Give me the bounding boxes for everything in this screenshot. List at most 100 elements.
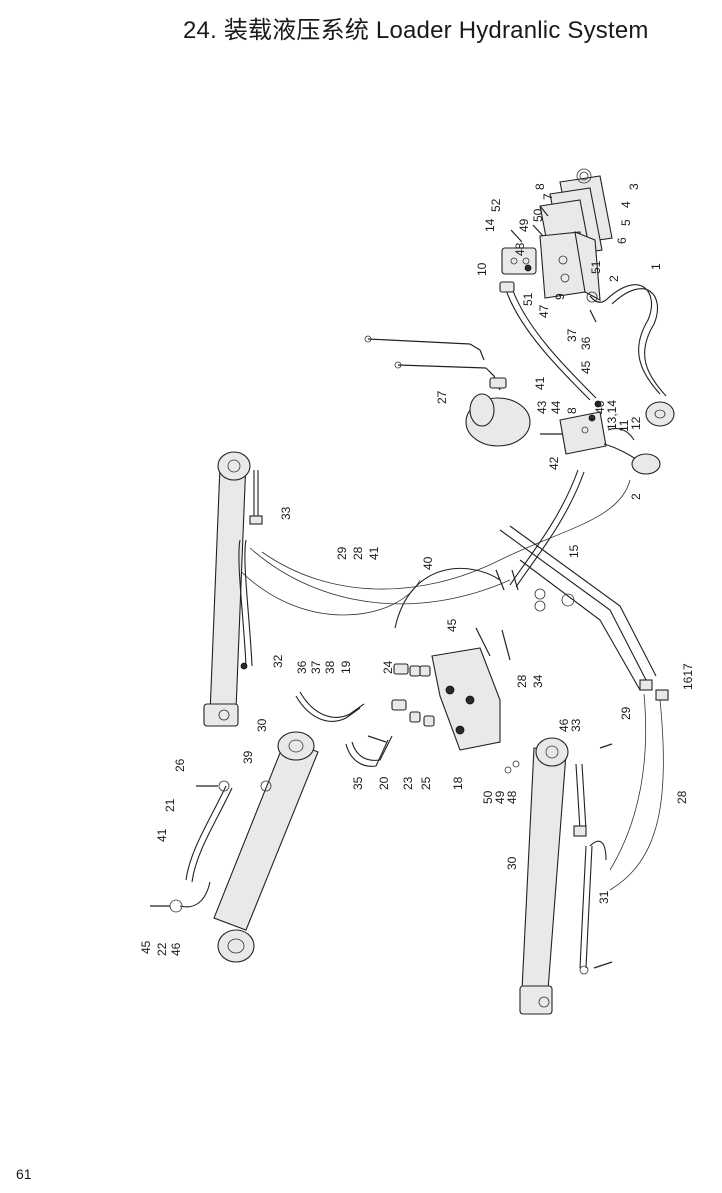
callout: 45 — [579, 360, 593, 374]
callout: 4 — [619, 201, 633, 208]
callout: 28 — [675, 790, 689, 804]
callout: 1 — [649, 263, 663, 270]
fittings — [495, 569, 575, 774]
callout: 24 — [381, 660, 395, 674]
callout: 15 — [567, 544, 581, 558]
cylinder-barrel — [521, 747, 567, 991]
callout: 33 — [279, 506, 293, 520]
callout: 46 — [557, 718, 571, 732]
callout: 41 — [367, 546, 381, 560]
callout: 35 — [351, 776, 365, 790]
callout: 25 — [419, 776, 433, 790]
callout: 27 — [435, 390, 449, 404]
page-title: 24. 装载液压系统 Loader Hydranlic System — [183, 17, 649, 44]
callout: 40 — [421, 556, 435, 570]
callout: 7 — [541, 193, 555, 200]
callout: 50 — [481, 790, 495, 804]
callout: 45 — [139, 940, 153, 954]
callout: 28 — [351, 546, 365, 560]
callout: 41 — [155, 828, 169, 842]
callout: 20 — [377, 776, 391, 790]
callout: 8 — [533, 183, 547, 190]
callout: 2 — [629, 493, 643, 500]
callout: 46 — [169, 942, 183, 956]
callout: 5 — [619, 219, 633, 226]
hose-28-right — [609, 693, 647, 871]
callout: 51 — [521, 292, 535, 306]
callout: 22 — [155, 942, 169, 956]
callout: 36 — [579, 336, 593, 350]
callout: 52 — [489, 198, 503, 212]
callout: 12 — [629, 416, 643, 430]
callout: 32 — [271, 654, 285, 668]
callout: 51 — [589, 260, 603, 274]
callout: 23 — [401, 776, 415, 790]
distribution-block — [559, 411, 607, 455]
callout: 1617 — [681, 663, 695, 690]
callout: 33 — [569, 718, 583, 732]
callout: 49 — [517, 218, 531, 232]
cylinder-upper-left — [203, 451, 263, 727]
page-number: 61 — [16, 1166, 32, 1182]
hose-41 — [505, 289, 591, 401]
hose-29 — [261, 479, 631, 590]
pipe-1 — [605, 284, 675, 427]
valve-cap — [576, 168, 592, 184]
callout: 30 — [505, 856, 519, 870]
flow-control-block — [465, 393, 661, 475]
callout: 34 — [531, 674, 545, 688]
cylinder-lower-right — [519, 737, 613, 1015]
callout-labels: 1 2 2 3 4 5 6 7 8 8 9 10 11 12 13,14 14 … — [139, 183, 695, 956]
valve-cap-inner — [579, 171, 589, 181]
cylinder-lower-left — [150, 731, 319, 963]
callout: 10 — [475, 262, 489, 276]
callout: 29 — [619, 706, 633, 720]
callout: 50 — [531, 208, 545, 222]
callout: 26 — [173, 758, 187, 772]
pipe-21 — [185, 785, 227, 881]
callout: 46 — [593, 400, 607, 414]
callout: 37 — [309, 660, 323, 674]
callout: 6 — [615, 237, 629, 244]
callout: 47 — [537, 304, 551, 318]
callout: 45 — [445, 618, 459, 632]
callout: 36 — [295, 660, 309, 674]
callout: 44 — [549, 400, 563, 414]
hose-to-valve — [509, 469, 579, 586]
callout: 19 — [339, 660, 353, 674]
hose-41b — [229, 559, 421, 616]
callout: 28 — [515, 674, 529, 688]
hose-28 — [249, 547, 511, 605]
callout: 49 — [493, 790, 507, 804]
pump-flange — [645, 401, 675, 427]
hose-40 — [394, 567, 501, 629]
pump-flange-2 — [631, 453, 661, 475]
callout: 30 — [255, 718, 269, 732]
callout: 37 — [565, 328, 579, 342]
callout: 21 — [163, 798, 177, 812]
control-levers — [364, 335, 507, 391]
multi-way-valve-assembly — [501, 168, 613, 323]
manifold-block-45 — [391, 627, 511, 751]
callout: 8 — [565, 407, 579, 414]
callout: 11 — [617, 419, 631, 432]
pipe-35 — [345, 739, 389, 767]
callout: 9 — [553, 293, 567, 300]
callout: 14 — [483, 218, 497, 232]
cylinder-barrel — [213, 737, 319, 931]
callout: 43 — [535, 400, 549, 414]
callout: 31 — [597, 890, 611, 904]
callout: 42 — [547, 456, 561, 470]
pipe-38 — [295, 695, 361, 722]
callout: 13,14 — [605, 400, 619, 430]
steel-pipe-15 — [499, 529, 647, 681]
callout: 18 — [451, 776, 465, 790]
callout: 41 — [533, 376, 547, 390]
valve-body-side — [574, 231, 601, 301]
callout: 29 — [335, 546, 349, 560]
callout: 2 — [607, 275, 621, 282]
callout: 39 — [241, 750, 255, 764]
callout: 38 — [323, 660, 337, 674]
